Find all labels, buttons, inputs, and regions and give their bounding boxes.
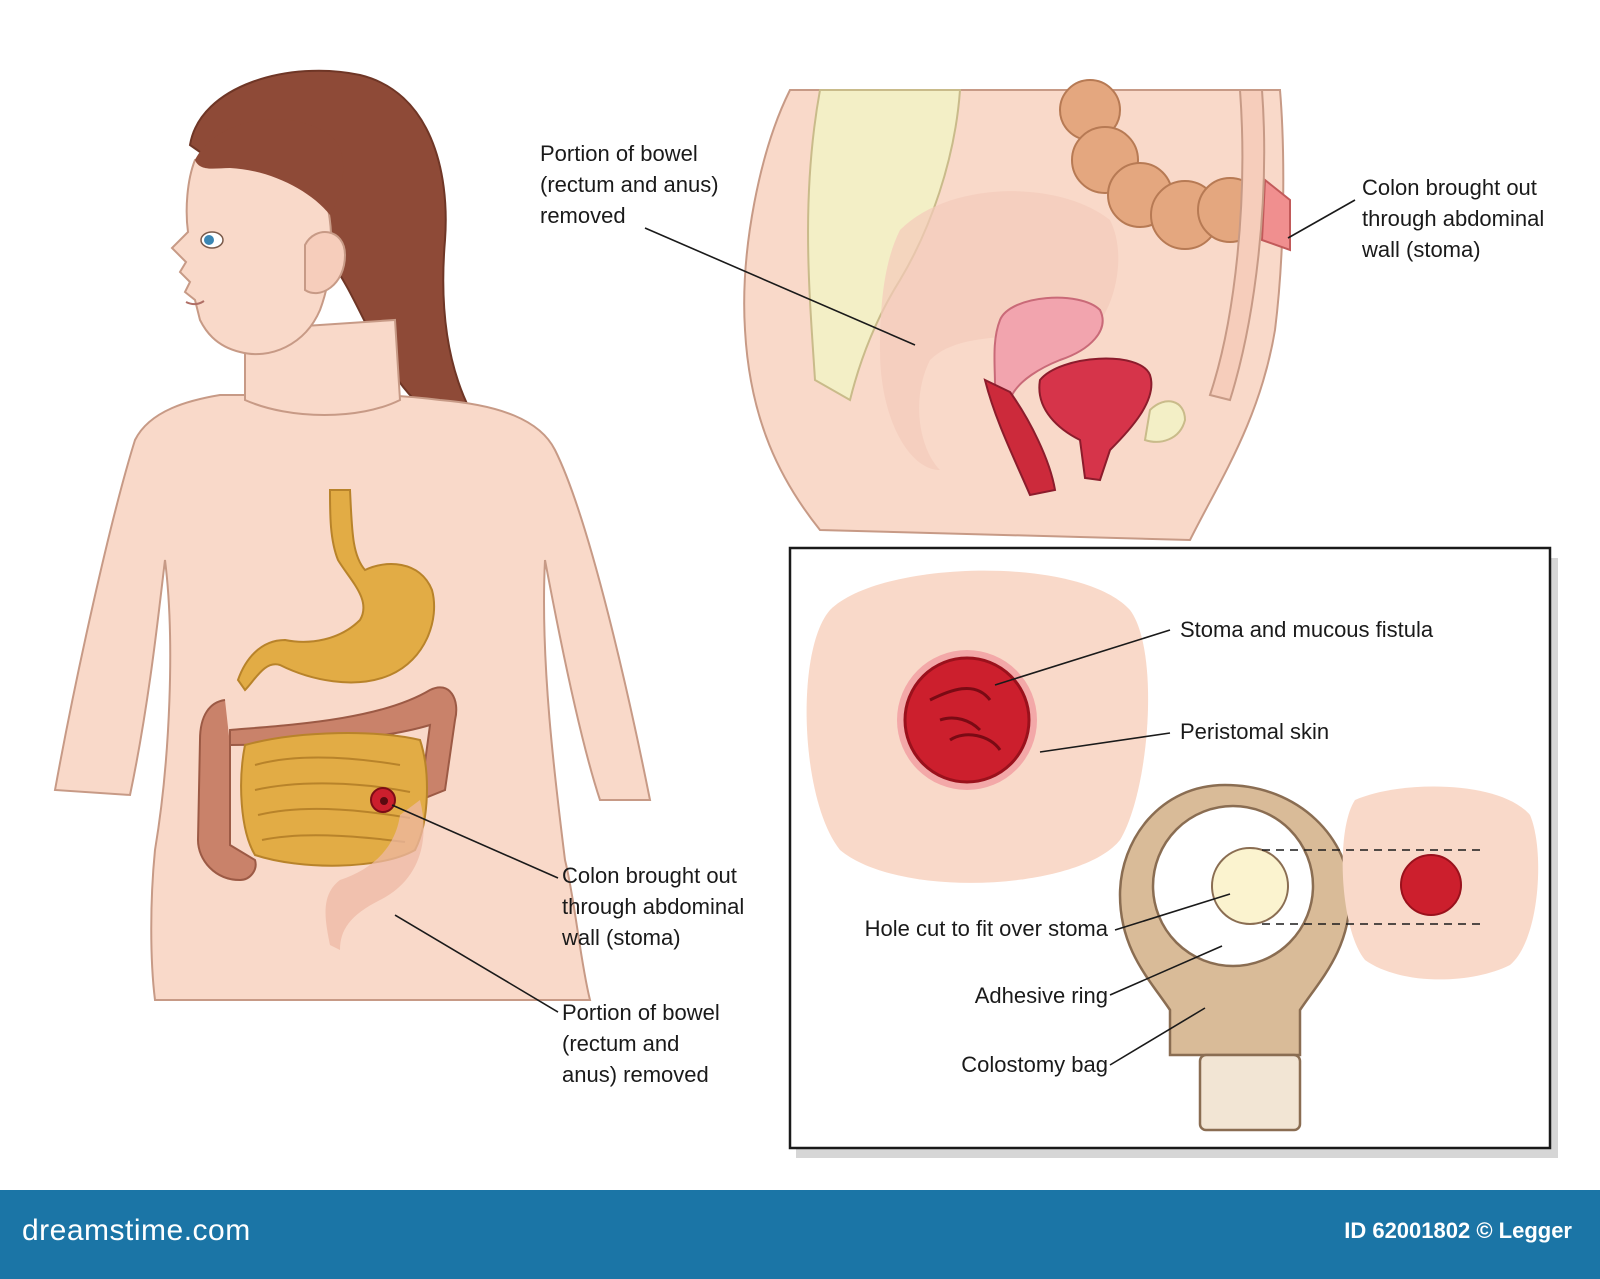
leader-child-bowel: [394, 914, 559, 1013]
uterus: [993, 296, 1104, 397]
abdominal-wall: [1208, 89, 1266, 402]
child-iris: [204, 235, 214, 245]
label-line: through abdominal: [1362, 206, 1545, 231]
footer-brand: dreamstime.com: [22, 1214, 251, 1247]
colon-large: [196, 686, 458, 882]
leader-child-stoma: [391, 804, 559, 879]
label-line: Portion of bowel: [540, 141, 698, 166]
leader-ring: [1109, 945, 1223, 996]
label-line: (rectum and anus): [540, 172, 719, 197]
stoma-hole: [1211, 847, 1289, 925]
child-stoma-center: [380, 797, 388, 805]
label-hole-cut: Hole cut to fit over stoma: [864, 916, 1108, 941]
stoma-folds: [929, 686, 1002, 751]
label-line: Colon brought out: [1362, 175, 1537, 200]
inset-box: [788, 546, 1558, 1158]
footer-credit: ID 62001802 © Legger: [1344, 1218, 1572, 1243]
label-line: anus) removed: [562, 1062, 709, 1087]
stomach: [236, 489, 436, 692]
hip-colon: [1059, 79, 1263, 250]
label-child-colon-stoma: Colon brought out through abdominal wall…: [562, 860, 744, 953]
stoma-small: [1400, 854, 1462, 916]
label-line: wall (stoma): [562, 925, 681, 950]
leader-hip-stoma: [1287, 199, 1356, 239]
label-stoma-fistula: Stoma and mucous fistula: [1180, 617, 1434, 642]
hip-cross-section: [743, 79, 1291, 542]
footer-bar: dreamstime.com ID 62001802 © Legger: [0, 1190, 1600, 1279]
leader-peristomal: [1039, 732, 1171, 753]
bladder: [1038, 357, 1153, 482]
label-line: Portion of bowel: [562, 1000, 720, 1025]
leader-hole: [1114, 893, 1231, 931]
label-child-bowel-removed: Portion of bowel (rectum and anus) remov…: [562, 997, 720, 1090]
vagina: [983, 378, 1057, 497]
label-line: (rectum and: [562, 1031, 680, 1056]
leader-bag: [1109, 1007, 1206, 1066]
label-line: Colon brought out: [562, 863, 737, 888]
leader-stoma-fistula: [994, 629, 1171, 686]
leader-hip-bowel: [644, 227, 916, 346]
child-mouth: [185, 300, 205, 306]
label-hip-bowel-removed: Portion of bowel (rectum and anus) remov…: [540, 138, 719, 231]
leader-lines: [391, 199, 1356, 1066]
label-line: wall (stoma): [1362, 237, 1481, 262]
label-line: through abdominal: [562, 894, 745, 919]
hip-stoma-exit: [1260, 177, 1291, 252]
label-line: removed: [540, 203, 626, 228]
child-figure: [53, 69, 652, 1001]
child-hair-fringe: [195, 119, 344, 215]
label-hip-colon-stoma: Colon brought out through abdominal wall…: [1362, 172, 1544, 265]
rectum-removed: [325, 800, 424, 950]
label-colostomy-bag: Colostomy bag: [961, 1052, 1108, 1077]
label-peristomal-skin: Peristomal skin: [1180, 719, 1330, 744]
intestine-loops: [254, 756, 411, 843]
bag-bottom: [1198, 1053, 1302, 1132]
label-adhesive-ring: Adhesive ring: [974, 983, 1108, 1008]
spine: [807, 89, 962, 402]
pubic-bone: [1143, 400, 1187, 443]
child-ear: [304, 231, 347, 295]
